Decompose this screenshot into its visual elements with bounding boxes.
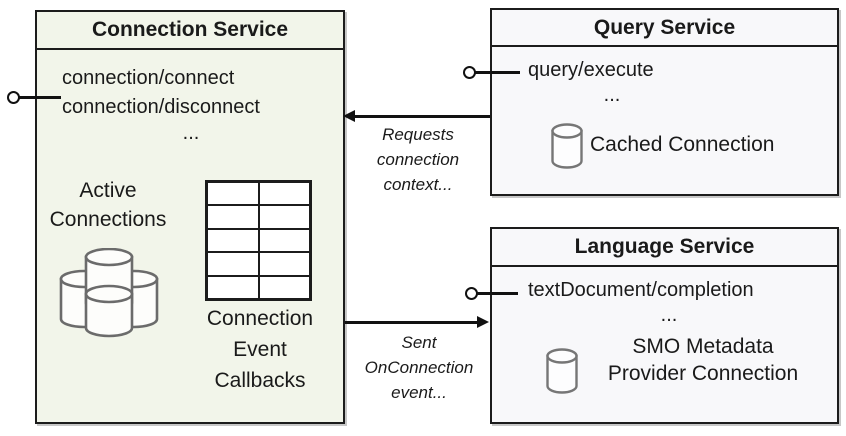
database-cluster-icon [59,248,159,338]
provider-line1: SMO Metadata [632,335,774,358]
table-cell [258,252,310,276]
cached-connection-label: Cached Connection [590,133,775,156]
active-connections-label: Active Connections [37,176,179,234]
query-interface-line [475,71,520,74]
table-cell [207,275,259,299]
method-connection-connect: connection/connect [62,67,235,89]
requests-label-line2: connection [376,150,460,169]
table-cell [258,182,310,206]
sent-label-line2: OnConnection [364,358,474,377]
language-service-box: Language Service textDocument/completion… [490,227,839,424]
language-service-title: Language Service [492,229,837,267]
requests-label-line3: context... [383,175,453,194]
connection-interface-line [19,96,61,99]
ellipsis-text: ... [660,304,678,326]
callbacks-line2: Event [233,338,287,361]
query-interface-lollipop-icon [463,66,476,79]
sent-arrow-line [345,321,482,324]
method-connection-disconnect: connection/disconnect [62,96,260,118]
callbacks-line3: Callbacks [214,369,306,392]
ellipsis-text: ... [182,122,200,144]
language-service-methods: textDocument/completion ... [528,276,810,326]
provider-line2: Provider Connection [607,362,799,385]
database-icon [546,348,578,394]
method-query-execute: query/execute [528,59,654,81]
table-cell [207,228,259,253]
method-textdocument-completion: textDocument/completion [528,279,754,301]
sent-label-line1: Sent [401,333,437,352]
table-cell [258,228,310,253]
requests-arrowhead-left-icon [343,110,355,122]
table-cell [258,205,310,229]
database-icon [551,123,583,169]
requests-arrow-line [350,115,490,118]
connection-service-methods: connection/connect connection/disconnect… [62,64,320,144]
callbacks-line1: Connection [206,307,314,330]
query-service-title: Query Service [492,10,837,47]
sent-label-line3: event... [391,383,447,402]
smo-metadata-provider-label: SMO Metadata Provider Connection [580,333,826,387]
language-interface-line [477,292,518,295]
connection-interface-lollipop-icon [7,91,20,104]
connection-service-box: Connection Service connection/connect co… [35,10,345,424]
sent-arrowhead-right-icon [477,316,489,328]
language-interface-lollipop-icon [465,287,478,300]
ellipsis-text: ... [603,84,621,106]
table-cell [207,205,259,229]
requests-label-line1: Requests [382,125,454,144]
table-cell [258,275,310,299]
requests-connection-context-label: Requests connection context... [346,122,490,197]
active-connections-line2: Connections [49,208,167,231]
active-connections-line1: Active [79,179,137,202]
query-service-methods: query/execute ... [528,56,696,106]
connection-event-callbacks-label: Connection Event Callbacks [177,303,343,396]
table-cell [207,252,259,276]
connection-service-title: Connection Service [37,12,343,50]
table-cell [207,182,259,206]
callback-table-grid [205,180,312,301]
query-service-box: Query Service query/execute ... Cached C… [490,8,839,196]
sent-onconnection-event-label: Sent OnConnection event... [344,330,494,405]
